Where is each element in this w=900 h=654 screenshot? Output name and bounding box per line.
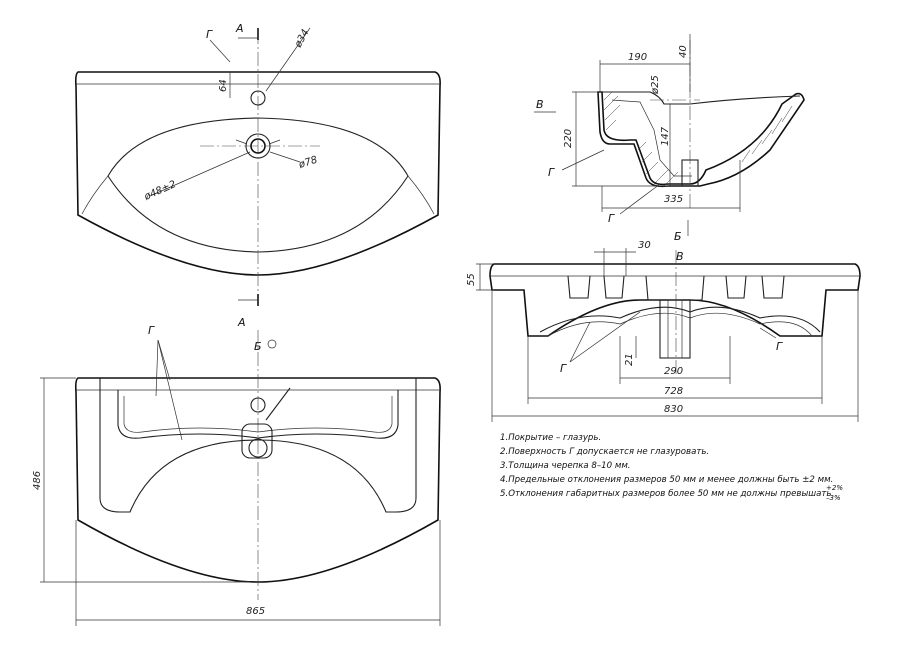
notes-block: 1.Покрытие – глазурь. 2.Поверхность Г до… [500,433,843,502]
dim-335: 335 [664,194,683,205]
side-section-top [602,91,801,105]
rib-2 [603,275,625,299]
top-view: ø34 64 ø78 ø48±2 Г А А [74,22,441,329]
view-label-v: В [536,98,544,111]
dim-width: 865 [246,606,265,617]
dim-728: 728 [664,386,683,397]
note-1: 1.Покрытие – глазурь. [500,433,601,443]
drain-inner [250,138,266,154]
view-arrow-label-b: Б [674,230,682,243]
surface-mark-side-1: Г [548,166,555,179]
drain-arrow-right [268,139,281,145]
hole-leader [265,27,311,92]
front-drain-outlet [248,438,268,458]
surface-mark-top: Г [206,28,213,41]
note-5: 5.Отклонения габаритных размеров более 5… [500,489,831,499]
side-section-hatching [603,91,793,187]
section-label-top: А [235,22,244,35]
dim-21: 21 [624,353,635,366]
dim-147: 147 [660,126,671,146]
rib-1 [567,275,591,299]
surface-leader-3 [157,339,171,381]
front-section-drain [659,299,691,359]
drain-leader [269,151,301,163]
bowl-right-edge [407,175,435,215]
faucet-hole [250,90,266,106]
rib-center [645,275,705,301]
dim-drain-center: ø48±2 [142,179,178,203]
rib-4 [761,275,785,299]
surface-leader-2 [157,339,183,441]
dim-190: 190 [628,52,647,63]
note-3: 3.Толщина черепка 8–10 мм. [500,461,631,471]
side-surface-leader-2 [619,183,661,215]
side-section: 190 40 ø25 220 147 335 В Г Г Б [534,34,805,243]
front-overflow [265,387,291,421]
front-section-drain-bore [667,299,683,359]
front-faucet-hole [250,397,266,413]
dim-drain-diameter: ø78 [297,155,319,172]
view-b-symbol [267,339,277,349]
surface-leader-1 [155,339,159,397]
tolerance-minus: –3% [826,494,841,502]
front-section-bowl [539,306,821,333]
fs-surface-leader-1 [569,321,591,363]
note-4: 4.Предельные отклонения размеров 50 мм и… [500,475,833,485]
dim-25: ø25 [650,75,661,95]
dim-30: 30 [638,240,651,251]
dim-40: 40 [678,45,689,58]
surface-mark-front: Г [148,324,155,337]
side-section-body [597,91,805,188]
view-label-b: Б [254,340,262,353]
dim-220: 220 [563,129,574,148]
front-drain [241,423,273,459]
rib-3 [725,275,747,299]
front-section-label: В [676,250,684,263]
dim-830: 830 [664,404,683,415]
note-2: 2.Поверхность Г допускается не глазурова… [500,447,709,457]
dim-hole-diameter: ø34 [292,28,311,51]
dim-290: 290 [664,366,683,377]
bowl-left-edge [81,175,109,215]
surface-leader-top [209,39,231,63]
front-rib [117,390,399,439]
front-section: В 55 30 21 290 728 830 [466,240,861,422]
surface-mark-fs-2: Г [776,340,783,353]
side-surface-leader-1 [561,149,605,171]
section-label-bottom: А [237,316,246,329]
side-section-interior [611,99,692,177]
drain-arrow-left [235,139,248,145]
fs-surface-leader-2 [569,311,641,363]
front-view: Б Г 486 865 [32,324,441,626]
drain-center-leader [149,151,251,197]
dim-55: 55 [466,273,477,286]
dim-hole-offset: 64 [218,79,229,92]
drain-outer [245,133,271,159]
dim-depth: 486 [32,471,43,490]
tolerance-plus: +2% [826,484,843,492]
surface-mark-fs-1: Г [560,362,567,375]
fs-surface-leader-3 [759,327,777,339]
surface-mark-side-2: Г [608,212,615,225]
